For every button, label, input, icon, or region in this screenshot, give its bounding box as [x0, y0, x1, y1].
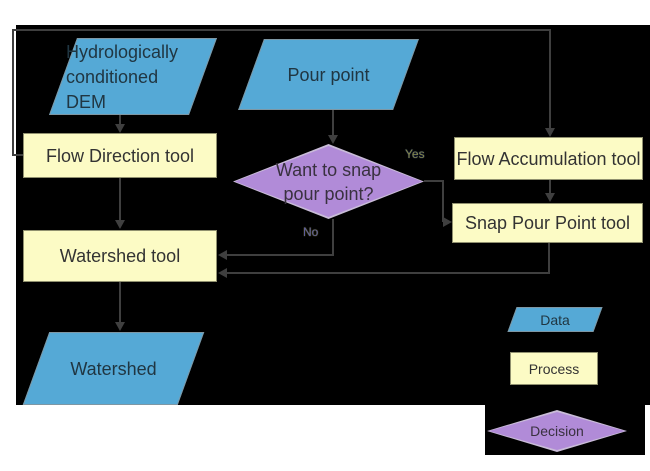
connector-dem-flowdir [119, 115, 121, 126]
arrowhead-into-flow-accumulation [545, 128, 555, 137]
node-decision-label: Want to snap pour point? [275, 159, 382, 204]
node-snap-pour-point-shape [452, 203, 643, 243]
connector-flowdir-stub [12, 154, 25, 156]
connector-watershedtool-watershed [119, 282, 121, 324]
node-flow-direction-label: Flow Direction tool [45, 145, 195, 166]
legend-process-shape [510, 352, 598, 385]
node-watershed-label: Watershed [70, 358, 157, 379]
legend-data-label: Data [540, 311, 570, 328]
node-pour-point-label: Pour point [287, 64, 370, 85]
arrowhead-into-watershed-tool-right2 [218, 268, 227, 278]
connector-flowdir-watershedtool [119, 178, 121, 222]
legend-process-label: Process [528, 360, 580, 377]
legend-decision-label: Decision [530, 423, 584, 439]
edge-label-no: No [303, 225, 319, 239]
arrowhead-into-watershed-tool-right1 [218, 250, 227, 260]
node-flow-accumulation-shape [454, 137, 643, 180]
connector-yes-h1 [424, 180, 444, 182]
arrowhead-into-snap-pour-point-top [545, 193, 555, 202]
arrowhead-into-flow-direction [115, 124, 125, 133]
connector-yes-v [442, 180, 444, 222]
connector-loop-left [12, 29, 14, 156]
connector-accum-snap [549, 180, 551, 194]
arrowhead-into-watershed [115, 322, 125, 331]
connector-snap-v [548, 243, 550, 274]
arrowhead-into-snap-pour-point-left [443, 217, 452, 227]
node-dem-label: Hydrologically conditioned DEM [66, 42, 179, 112]
connector-no-v [332, 219, 334, 255]
connector-loop-right [549, 29, 551, 129]
edge-label-yes: Yes [405, 147, 425, 161]
node-flow-direction-shape [23, 133, 217, 178]
connector-loop-top [12, 29, 551, 31]
node-snap-pour-point-label: Snap Pour Point tool [464, 213, 631, 233]
connector-pourpoint-decision [332, 110, 334, 137]
node-watershed-tool-shape [23, 230, 217, 282]
connector-no-h [227, 254, 334, 256]
connector-snap-h [227, 272, 550, 274]
node-watershed-tool-label: Watershed tool [59, 246, 181, 266]
arrowhead-into-watershed-tool-top [115, 220, 125, 229]
node-flow-accumulation-label: Flow Accumulation tool [456, 148, 641, 169]
arrowhead-into-decision [328, 135, 338, 144]
